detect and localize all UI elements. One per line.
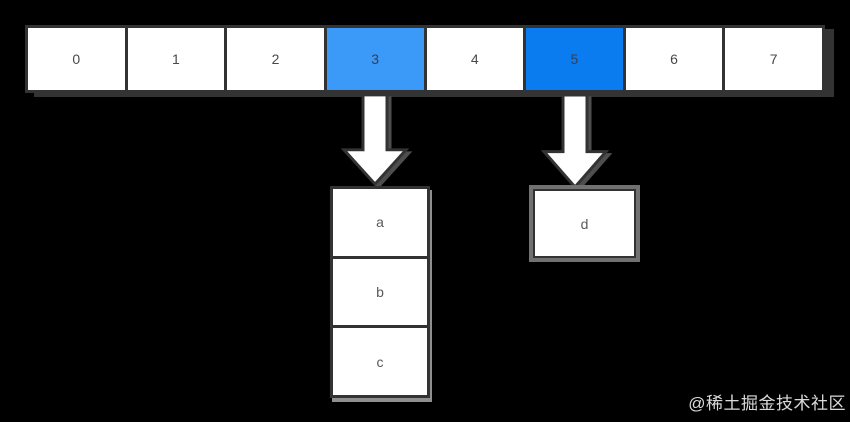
array-cell-label: 1	[172, 51, 180, 67]
array-cell: 3	[326, 28, 427, 90]
array-cell-label: 6	[670, 51, 678, 67]
down-arrow-icon	[540, 93, 610, 190]
chain-item: a	[333, 189, 427, 259]
array-cell: 7	[725, 28, 822, 90]
array-cell-label: 7	[769, 51, 778, 67]
chain-node-d: d	[533, 189, 636, 258]
down-arrow-icon	[340, 93, 410, 187]
array-cell: 0	[28, 28, 128, 90]
array-cell-label: 0	[72, 51, 81, 67]
array-cell: 6	[625, 28, 726, 90]
chain-item-label: d	[580, 215, 589, 232]
chain-item-label: b	[376, 284, 384, 300]
chain-item-label: a	[376, 214, 384, 231]
array-cell-label: 3	[371, 51, 380, 67]
array-cell-label: 2	[271, 51, 280, 67]
chain-item: b	[333, 258, 427, 329]
chain-list: a b c	[330, 186, 430, 398]
array-cell: 5	[526, 28, 626, 90]
array-cell-label: 4	[470, 51, 479, 67]
array-cell-label: 5	[570, 51, 579, 67]
array-cell: 4	[426, 28, 527, 90]
array-cell: 2	[227, 28, 327, 90]
chain-item-label: c	[376, 353, 384, 370]
array-cell: 1	[127, 28, 228, 90]
watermark: @稀土掘金技术社区	[688, 394, 846, 413]
bucket-array: 0 1 2 3 4 5 6 7	[25, 25, 825, 93]
chain-item: c	[333, 328, 427, 396]
